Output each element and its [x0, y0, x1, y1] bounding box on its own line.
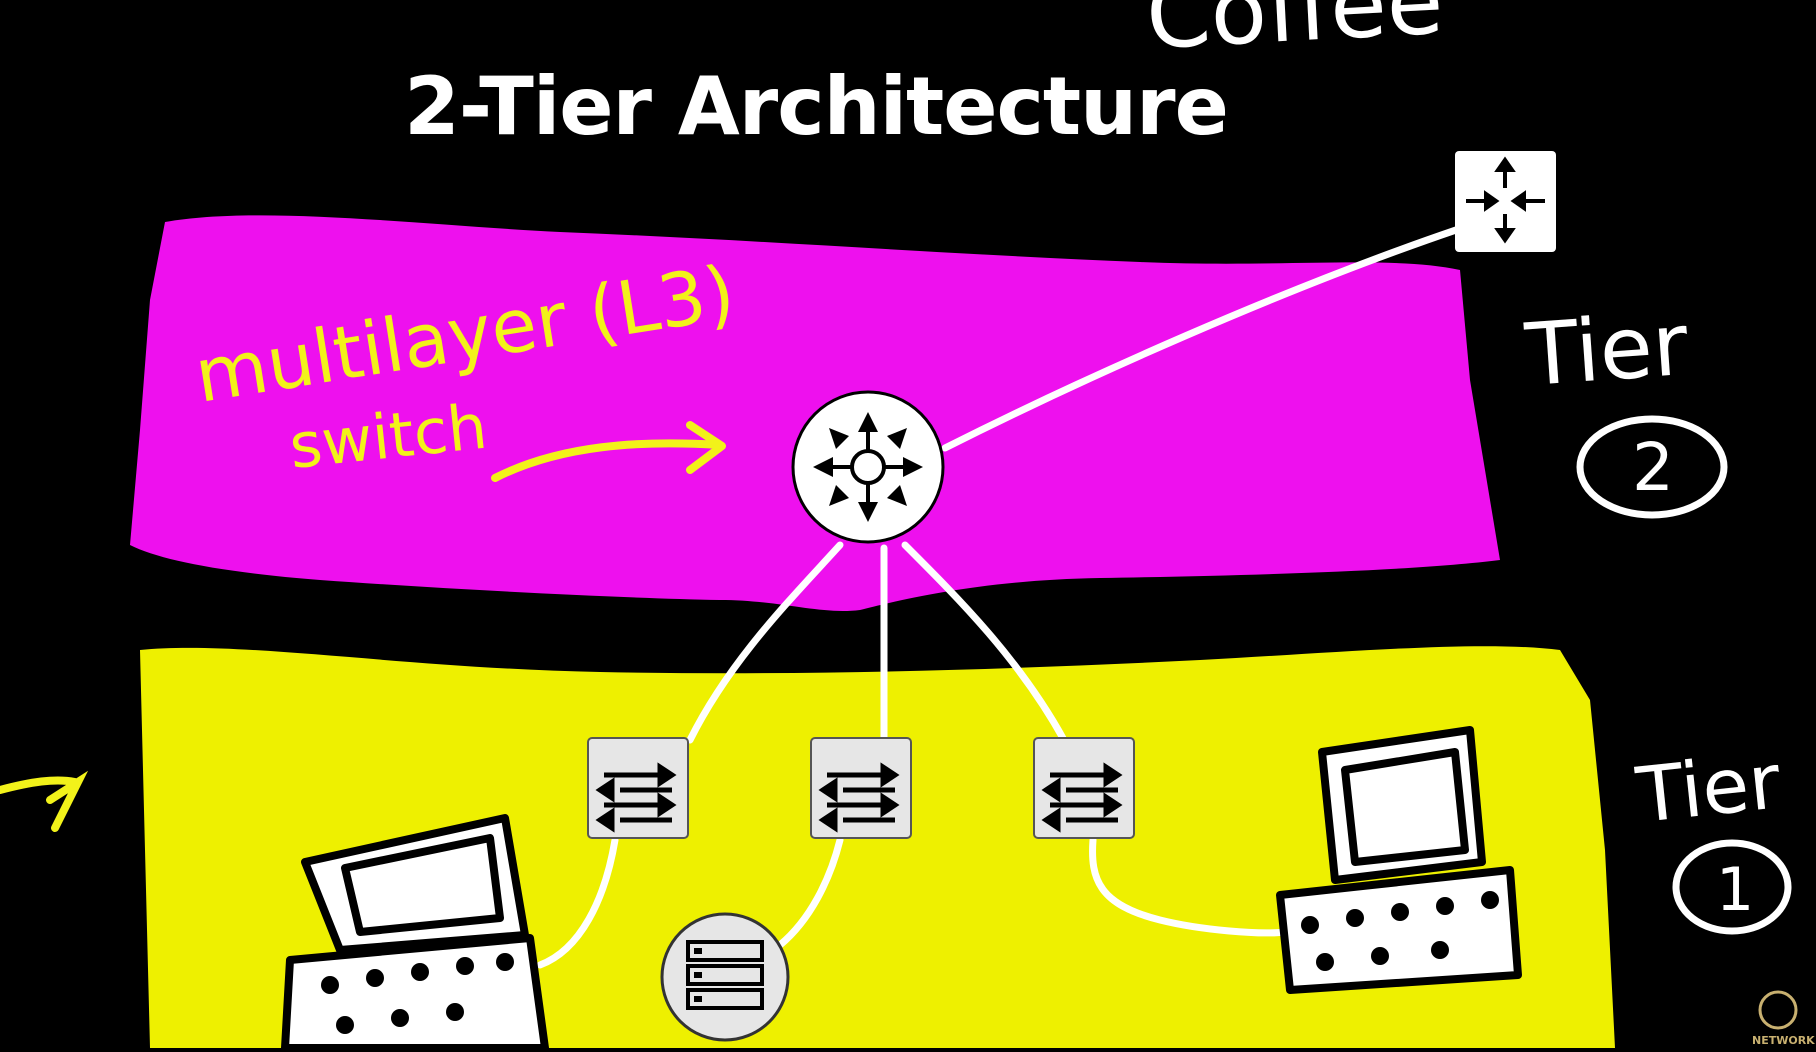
tier2-label: Tier: [1521, 295, 1691, 406]
logo-text: NETWORK: [1752, 1034, 1815, 1047]
link-core-switch1: [686, 541, 844, 744]
link-core-router: [941, 226, 1460, 452]
switch-icon[interactable]: [1033, 737, 1135, 839]
switch-icon[interactable]: [810, 737, 912, 839]
tier1-label: Tier: [1632, 736, 1785, 840]
annotation-arrow: [491, 421, 726, 482]
tier2-number: 2: [1632, 429, 1674, 506]
multilayer-switch-icon[interactable]: [791, 390, 945, 544]
computer-icon[interactable]: [1276, 726, 1522, 994]
link-switch3-pc: [1089, 836, 1289, 937]
server-icon[interactable]: [660, 912, 790, 1042]
page-title: 2-Tier Architecture: [404, 60, 1229, 153]
connection-lines: [536, 226, 1460, 969]
tier2-number-circle: [1576, 415, 1728, 519]
tier1-number-circle: [1672, 839, 1792, 935]
left-edge-arrow: [0, 770, 89, 832]
computer-icon[interactable]: [281, 814, 549, 1052]
tier1-number: 1: [1716, 855, 1754, 925]
switch-icon[interactable]: [587, 737, 689, 839]
link-core-switch3: [901, 541, 1068, 744]
channel-logo: NETWORK: [1752, 990, 1815, 1047]
link-switch2-server: [776, 836, 844, 949]
router-icon[interactable]: [1455, 151, 1556, 252]
link-switch1-pc: [536, 836, 619, 969]
